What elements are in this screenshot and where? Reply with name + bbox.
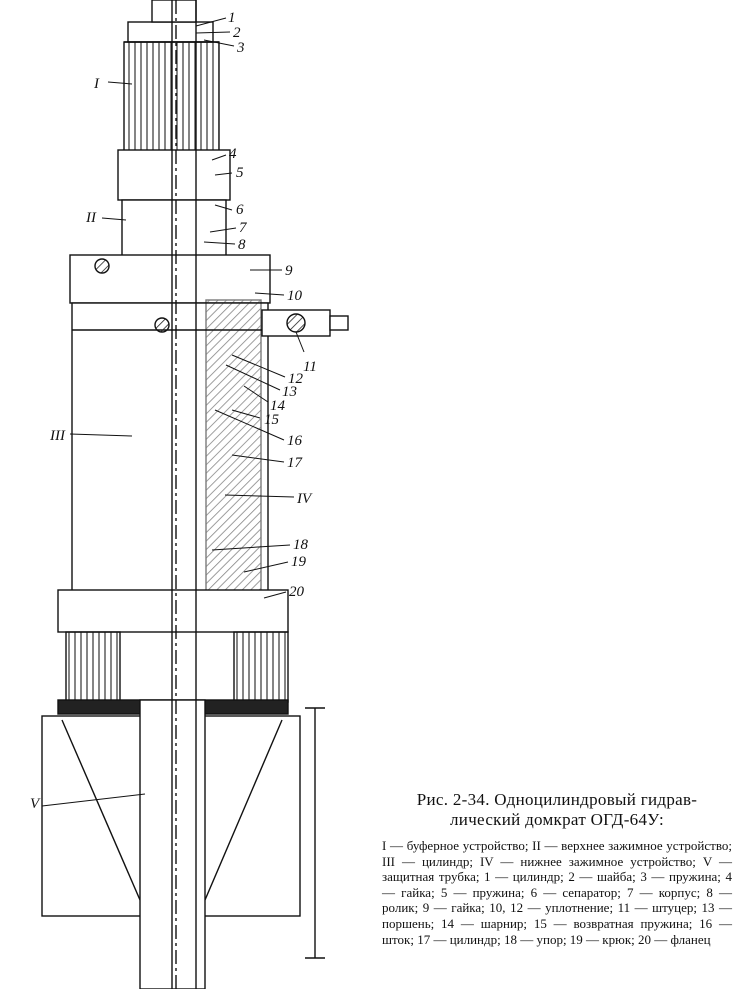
callout-leaders xyxy=(41,17,305,807)
label-1: 1 xyxy=(228,10,236,26)
label-20: 20 xyxy=(289,584,305,600)
main-cylinder xyxy=(71,299,269,601)
figure-caption: Рис. 2-34. Одноцилиндровый гидрав- личес… xyxy=(382,790,732,947)
label-8: 8 xyxy=(238,237,246,253)
label-14: 14 xyxy=(270,398,286,414)
flange xyxy=(57,589,289,715)
label-18: 18 xyxy=(293,537,309,553)
label-4: 4 xyxy=(229,146,237,162)
label-roman-III: III xyxy=(49,428,66,444)
label-12: 12 xyxy=(288,371,304,387)
label-5: 5 xyxy=(236,165,244,181)
label-3: 3 xyxy=(236,40,245,56)
protective-tube xyxy=(41,699,325,989)
label-6: 6 xyxy=(236,202,244,218)
label-11: 11 xyxy=(303,359,317,375)
label-roman-I: I xyxy=(93,76,100,92)
label-9: 9 xyxy=(285,263,293,279)
label-7: 7 xyxy=(239,220,248,236)
label-15: 15 xyxy=(264,412,280,428)
callout-labels: I II III IV V 1 2 3 4 5 6 7 8 9 10 11 12… xyxy=(30,10,317,812)
label-19: 19 xyxy=(291,554,307,570)
label-17: 17 xyxy=(287,455,304,471)
figure-legend: I — буферное устройство; II — верхнее за… xyxy=(382,838,732,947)
fitting xyxy=(261,309,349,337)
figure-title-line2: лический домкрат ОГД-64У: xyxy=(450,810,664,829)
label-roman-V: V xyxy=(30,796,41,812)
label-16: 16 xyxy=(287,433,303,449)
figure-title-line1: Рис. 2-34. Одноцилиндровый гидрав- xyxy=(416,790,698,809)
upper-clamp xyxy=(69,149,271,304)
label-13: 13 xyxy=(282,384,297,400)
label-roman-II: II xyxy=(85,210,97,226)
label-2: 2 xyxy=(233,25,241,41)
figure-title: Рис. 2-34. Одноцилиндровый гидрав- личес… xyxy=(382,790,732,830)
jack-drawing: I II III IV V 1 2 3 4 5 6 7 8 9 10 11 12… xyxy=(30,0,349,989)
piston-rod xyxy=(171,0,197,989)
label-10: 10 xyxy=(287,288,303,304)
label-roman-IV: IV xyxy=(296,491,313,507)
